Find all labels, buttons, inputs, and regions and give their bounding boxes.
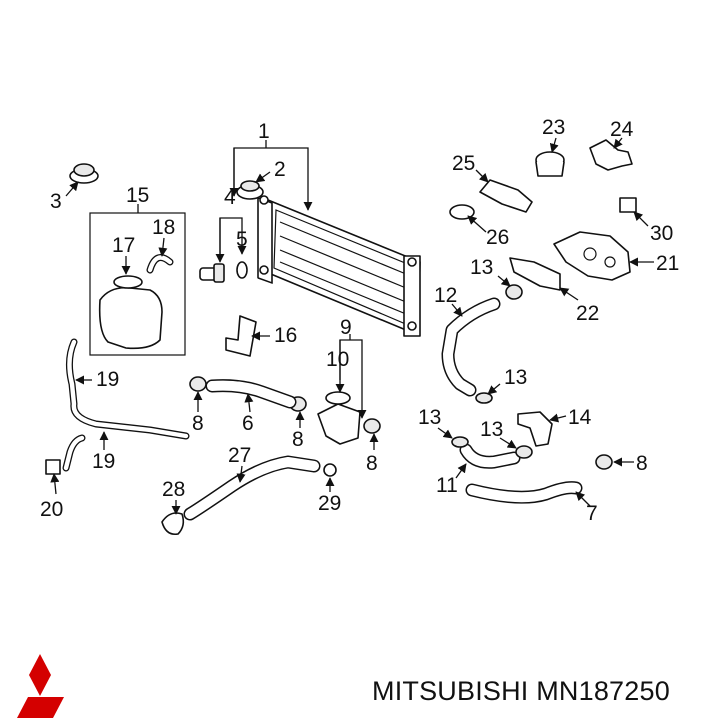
sensor-30-part [619,197,637,213]
callout-12: 12 [434,284,457,307]
callout-4: 4 [224,186,236,209]
callout-19-a: 19 [96,368,119,391]
callout-15: 15 [126,184,149,207]
drain-plug-part [199,261,248,283]
callout-labels: 1 2 3 4 5 6 7 8 8 8 8 9 10 11 12 13 13 1… [40,116,679,525]
callout-10: 10 [326,348,349,371]
callout-1: 1 [258,120,270,143]
callout-19-b: 19 [92,450,115,473]
thermostat-23-part [535,151,565,177]
callout-22: 22 [576,302,599,325]
callout-6: 6 [242,412,254,435]
callout-14: 14 [568,406,592,429]
callout-8-d: 8 [636,452,648,475]
callout-13-b: 13 [504,366,527,389]
callout-8-b: 8 [292,428,304,451]
callout-30: 30 [650,222,673,245]
hose-7-part [465,481,583,504]
pipe-25-part [479,179,533,213]
callout-23: 23 [542,116,565,139]
footer-part-number: MN187250 [536,676,670,706]
hose-6-part [205,379,297,409]
callout-13-c: 13 [418,406,441,429]
callout-18: 18 [152,216,175,239]
callout-17: 17 [112,234,135,257]
gasket-26-part [449,204,475,220]
callout-13-a: 13 [470,256,493,279]
housing-part [317,391,361,445]
bracket-part [225,315,257,357]
footer-brand: MITSUBISHI [372,676,529,706]
callout-20: 20 [40,498,63,521]
clamp-13-part [451,284,533,459]
hose-27-part [161,455,337,536]
callout-29: 29 [318,492,341,515]
radiator-part [257,195,421,337]
callout-8-c: 8 [366,452,378,475]
logo-diamond-top [29,654,51,696]
callout-28: 28 [162,478,185,501]
hose-11-part [459,443,521,469]
leader-lines [50,137,654,515]
pipe-14-part [517,411,553,447]
cap-part [236,180,264,200]
mitsubishi-logo-icon [17,654,64,718]
callout-2: 2 [274,158,286,181]
hose-12-part [441,297,501,397]
callout-27: 27 [228,444,251,467]
callout-13-d: 13 [480,418,503,441]
callout-8-a: 8 [192,412,204,435]
logo-diamond-right [30,697,64,718]
callout-25: 25 [452,152,475,175]
housing-21-part [553,231,631,281]
callout-11: 11 [436,474,458,497]
callout-9: 9 [340,316,352,339]
callout-26: 26 [486,226,509,249]
callout-3: 3 [50,190,62,213]
reservoir-part [89,212,186,356]
radiator-cap-part [69,163,99,184]
callout-7: 7 [586,502,598,525]
callout-5: 5 [236,228,248,251]
callout-24: 24 [610,118,634,141]
housing-24-part [589,139,633,171]
callout-16: 16 [274,324,297,347]
callout-21: 21 [656,252,679,275]
footer-part-reference: MITSUBISHI MN187250 [372,676,670,707]
overflow-hose-part [45,338,190,475]
